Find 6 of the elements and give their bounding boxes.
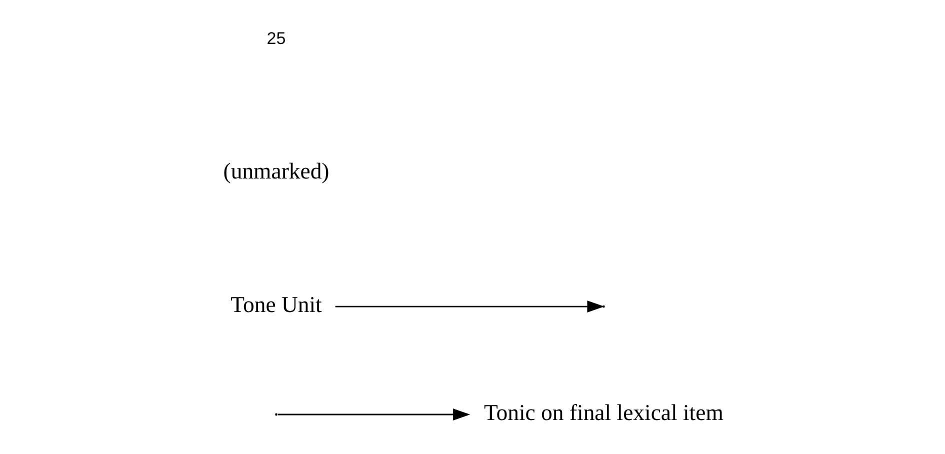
- label: 25: [266, 28, 286, 48]
- node-text: Tonic on final lexical item: [483, 400, 723, 425]
- node-text: Tone Unit: [230, 292, 322, 317]
- label: (unmarked): [222, 158, 329, 184]
- arrow: [334, 300, 604, 313]
- arrow: [277, 408, 470, 420]
